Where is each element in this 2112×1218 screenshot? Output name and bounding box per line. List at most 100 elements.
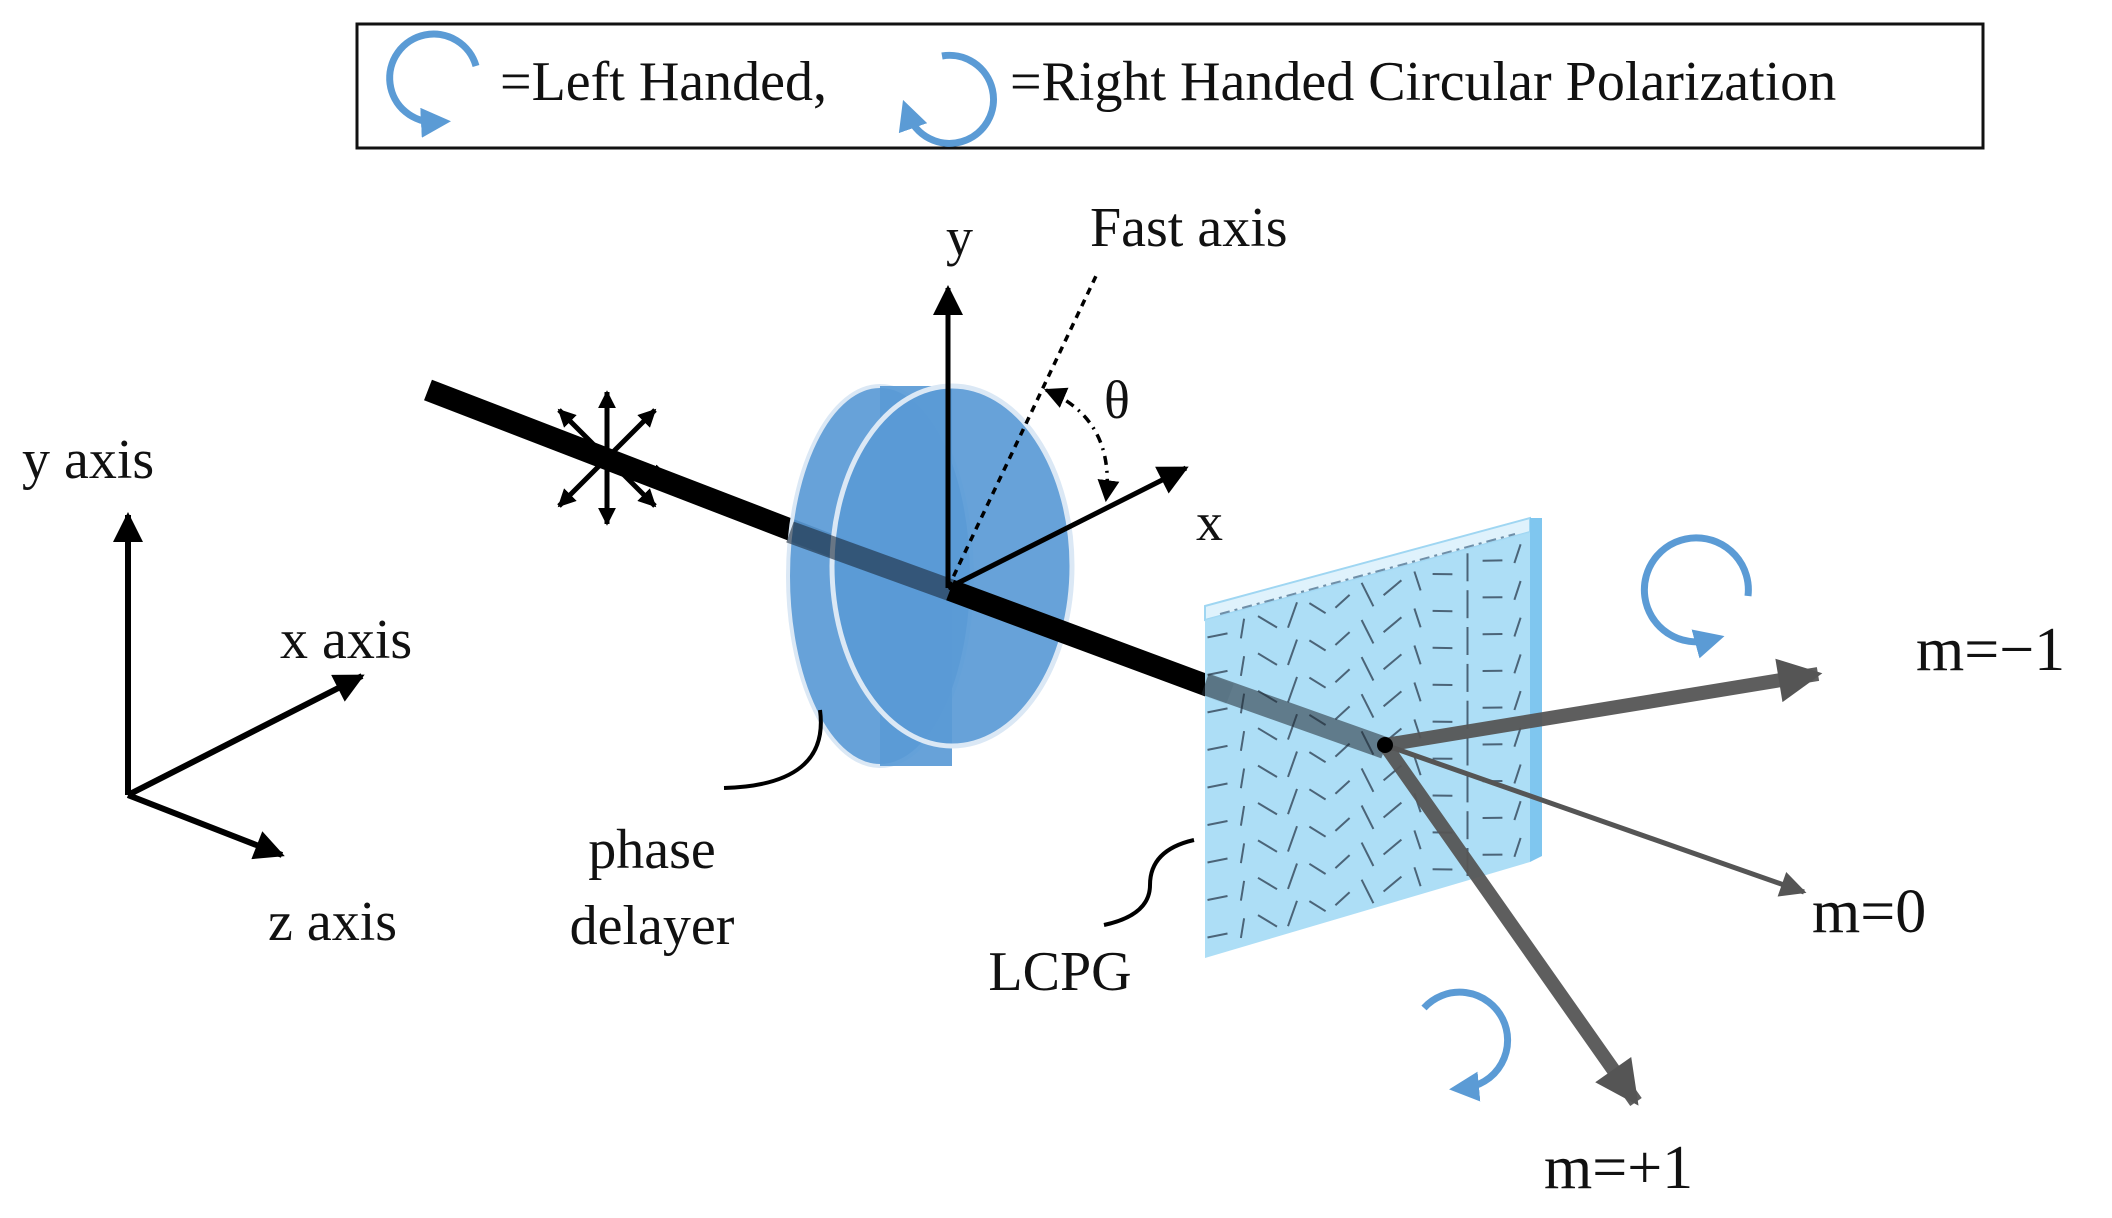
lc-molecule	[1360, 879, 1375, 904]
lc-molecule	[1239, 768, 1246, 789]
polarization-star-icon	[543, 390, 671, 526]
lc-molecule	[1308, 825, 1327, 838]
phase-delayer-leader	[723, 709, 823, 790]
fast-axis-label: Fast axis	[1090, 197, 1288, 259]
lc-molecule	[1207, 857, 1228, 864]
lc-molecule	[1207, 669, 1228, 676]
lc-molecule	[1239, 656, 1246, 677]
lc-molecule	[1382, 690, 1403, 708]
lc-molecule	[1308, 639, 1327, 652]
lc-molecule	[1308, 788, 1327, 801]
lc-molecule	[1287, 601, 1298, 629]
lcpg-label: LCPG	[988, 941, 1131, 1003]
lc-molecule	[1513, 543, 1522, 564]
delayer-front-face	[829, 383, 1075, 749]
beam-through-grating	[1201, 673, 1389, 759]
lc-molecule	[1287, 863, 1298, 890]
lc-molecule	[1257, 876, 1278, 891]
local-axes: y x Fast axis θ	[933, 197, 1288, 591]
order-zero-label: m=0	[1812, 878, 1926, 946]
lc-molecule	[1287, 751, 1298, 778]
lc-molecule	[1334, 705, 1351, 721]
lc-molecule	[1360, 693, 1375, 719]
phase-delayer-label-line2: delayer	[570, 895, 735, 957]
lc-molecule	[1257, 839, 1278, 853]
lc-molecule	[1287, 788, 1298, 815]
lc-molecule	[1360, 582, 1375, 607]
order-minus-right-handed-icon	[1640, 534, 1752, 659]
legend: =Left Handed, =Right Handed Circular Pol…	[355, 22, 1985, 150]
lc-molecule	[1308, 751, 1327, 764]
lc-molecule	[1308, 862, 1327, 875]
lc-molecule	[1334, 854, 1351, 869]
lc-molecule	[1287, 825, 1298, 852]
lc-molecule	[1308, 676, 1327, 689]
y-axis-label: y axis	[22, 429, 154, 491]
lc-molecule	[1207, 820, 1228, 826]
legend-left-handed-text: =Left Handed,	[500, 51, 827, 113]
lc-molecule	[1413, 830, 1422, 850]
beam-to-grating	[946, 579, 1234, 705]
beam-through-delayer	[786, 521, 954, 601]
lc-molecule	[1257, 727, 1278, 741]
lc-molecule	[1308, 900, 1327, 913]
lc-molecule	[1257, 914, 1278, 928]
lc-molecule	[1207, 932, 1228, 939]
lc-molecule	[1239, 918, 1246, 939]
lc-molecule	[1257, 764, 1278, 778]
lc-molecule	[1334, 631, 1351, 646]
phase-delayer-label-line1: phase	[588, 819, 716, 881]
lc-molecule	[1257, 615, 1278, 629]
lc-molecule	[1513, 617, 1522, 637]
lc-molecule	[1239, 843, 1246, 864]
theta-angle-arc	[1043, 387, 1120, 503]
lc-molecule	[1334, 668, 1351, 683]
lc-molecule	[1334, 817, 1351, 832]
lc-molecule	[1239, 805, 1246, 826]
lc-molecule	[1513, 800, 1522, 821]
lc-molecule	[1513, 580, 1522, 601]
lc-molecule	[1382, 801, 1403, 819]
lc-molecule	[1239, 618, 1246, 639]
local-y-label: y	[946, 207, 973, 267]
lc-molecule	[1287, 676, 1298, 703]
order-plus-one-beam	[1379, 740, 1642, 1107]
theta-label: θ	[1104, 370, 1130, 430]
diffracted-beams	[1377, 658, 1823, 1107]
lc-molecule	[1207, 632, 1228, 639]
lc-molecule	[1413, 608, 1422, 628]
lc-molecule	[1513, 837, 1522, 858]
order-plus-one-label: m=+1	[1544, 1134, 1693, 1202]
lc-molecule	[1382, 838, 1403, 856]
lc-molecule	[1513, 727, 1522, 748]
lc-molecule	[1239, 880, 1246, 901]
lc-molecule	[1413, 866, 1422, 887]
z-axis-arrow	[126, 792, 285, 860]
lc-molecule	[1207, 744, 1228, 751]
grating-side	[1530, 518, 1542, 862]
lc-molecule	[1513, 764, 1522, 784]
legend-right-handed-text: =Right Handed Circular Polarization	[1010, 51, 1836, 113]
lc-molecule	[1207, 895, 1228, 901]
lc-molecule	[1360, 619, 1375, 644]
lcpg-leader	[1103, 838, 1195, 927]
lc-molecule	[1382, 653, 1403, 671]
legend-box	[355, 22, 1985, 150]
lc-molecule	[1287, 900, 1298, 927]
fast-axis-line	[946, 275, 1098, 589]
lc-molecule	[1207, 707, 1228, 714]
local-x-label: x	[1196, 492, 1223, 552]
order-plus-left-handed-icon	[1421, 988, 1512, 1102]
lc-molecule	[1413, 645, 1422, 665]
lc-molecule	[1334, 891, 1351, 907]
lc-molecule	[1360, 656, 1375, 681]
lc-molecule	[1513, 690, 1522, 711]
global-axes: y axis x axis z axis	[22, 429, 412, 953]
right-handed-circular-arrow-icon	[898, 51, 997, 147]
lc-molecule	[1382, 579, 1403, 596]
lc-molecule	[1257, 652, 1278, 666]
lc-molecule	[1334, 594, 1351, 609]
lc-molecule	[1382, 875, 1403, 893]
lc-molecule	[1360, 767, 1375, 793]
